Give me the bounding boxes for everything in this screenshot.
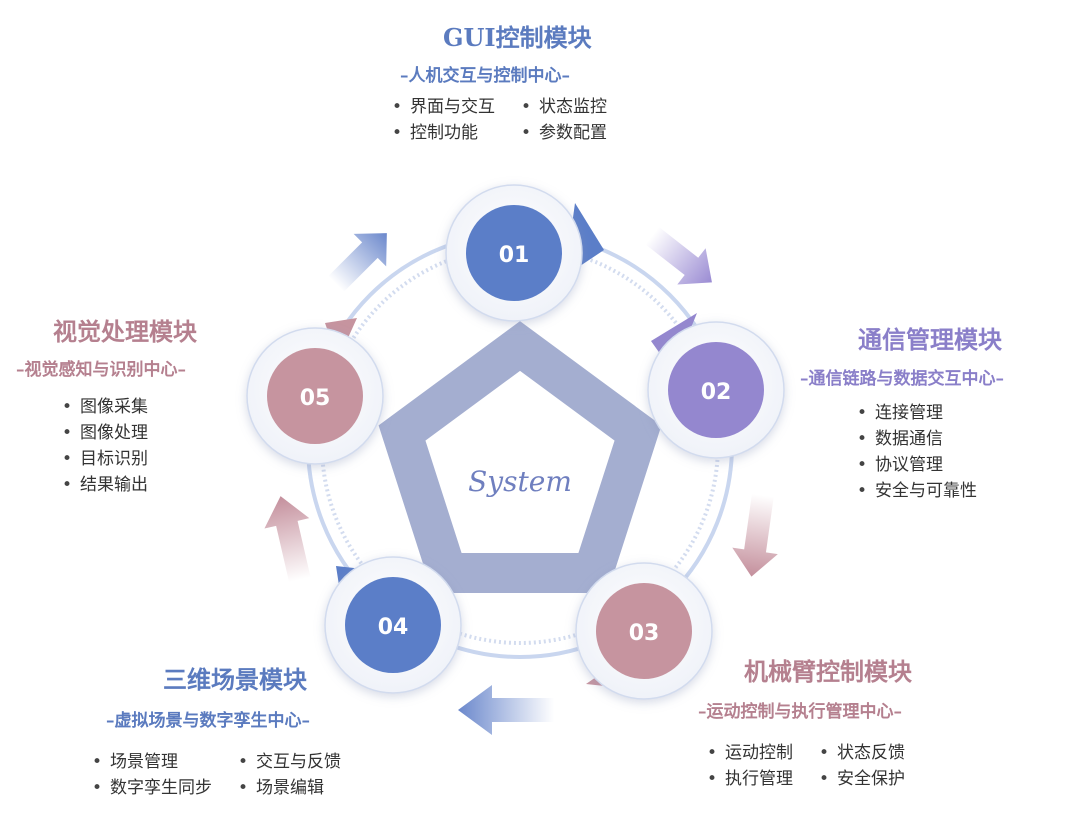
module-02-item: 协议管理: [853, 452, 977, 478]
arrow-03-to-04: [458, 685, 554, 735]
module-03-subtitle: –运动控制与执行管理中心–: [698, 702, 902, 722]
module-01-item: 参数配置: [517, 120, 607, 146]
center-pentagon: [378, 321, 662, 593]
module-02-item: 连接管理: [853, 400, 977, 426]
node-05: 05: [246, 318, 384, 465]
module-05-subtitle: –视觉感知与识别中心–: [16, 360, 186, 380]
center-label: System: [468, 465, 572, 498]
module-02-items: 连接管理 数据通信 协议管理 安全与可靠性: [853, 400, 977, 504]
module-05-item: 目标识别: [58, 446, 148, 472]
module-01-item: 界面与交互: [388, 94, 495, 120]
module-04-item: 场景管理: [88, 749, 212, 775]
module-02-item: 数据通信: [853, 426, 977, 452]
module-02-title: 通信管理模块: [858, 325, 1002, 354]
node-01-number: 01: [499, 243, 530, 268]
module-05-item: 结果输出: [58, 472, 148, 498]
module-03-item: 安全保护: [815, 766, 905, 792]
module-04-item: 场景编辑: [234, 775, 341, 801]
module-05-items: 图像采集 图像处理 目标识别 结果输出: [58, 394, 148, 498]
node-04: 04: [324, 556, 462, 694]
node-04-number: 04: [378, 615, 409, 640]
node-02-number: 02: [701, 380, 732, 405]
module-05-item: 图像处理: [58, 420, 148, 446]
module-01-item: 状态监控: [517, 94, 607, 120]
module-01-title: GUI控制模块: [443, 23, 592, 52]
module-05-item: 图像采集: [58, 394, 148, 420]
arrow-05-to-01: [328, 233, 387, 292]
arrow-02-to-03: [732, 493, 778, 577]
node-05-number: 05: [300, 386, 331, 411]
module-02-item: 安全与可靠性: [853, 478, 977, 504]
module-04-items: 场景管理 交互与反馈 数字孪生同步 场景编辑: [88, 749, 341, 801]
arrow-04-to-05: [264, 496, 311, 583]
module-01-items: 界面与交互 状态监控 控制功能 参数配置: [388, 94, 607, 146]
module-04-item: 数字孪生同步: [88, 775, 212, 801]
module-01-subtitle: –人机交互与控制中心–: [400, 66, 570, 86]
node-03-number: 03: [629, 621, 660, 646]
module-05-title: 视觉处理模块: [53, 317, 197, 346]
node-03: 03: [575, 562, 713, 700]
module-03-item: 状态反馈: [815, 740, 905, 766]
module-04-item: 交互与反馈: [234, 749, 341, 775]
module-04-subtitle: –虚拟场景与数字孪生中心–: [106, 711, 310, 731]
module-03-items: 运动控制 状态反馈 执行管理 安全保护: [703, 740, 905, 792]
module-04-title: 三维场景模块: [163, 665, 307, 694]
module-01-item: 控制功能: [388, 120, 495, 146]
module-03-item: 执行管理: [703, 766, 793, 792]
arrow-01-to-02: [645, 226, 712, 285]
node-01: 01: [445, 184, 604, 322]
module-03-item: 运动控制: [703, 740, 793, 766]
node-02: 02: [647, 313, 785, 459]
module-03-title: 机械臂控制模块: [744, 657, 912, 686]
module-02-subtitle: –通信链路与数据交互中心–: [800, 369, 1004, 389]
